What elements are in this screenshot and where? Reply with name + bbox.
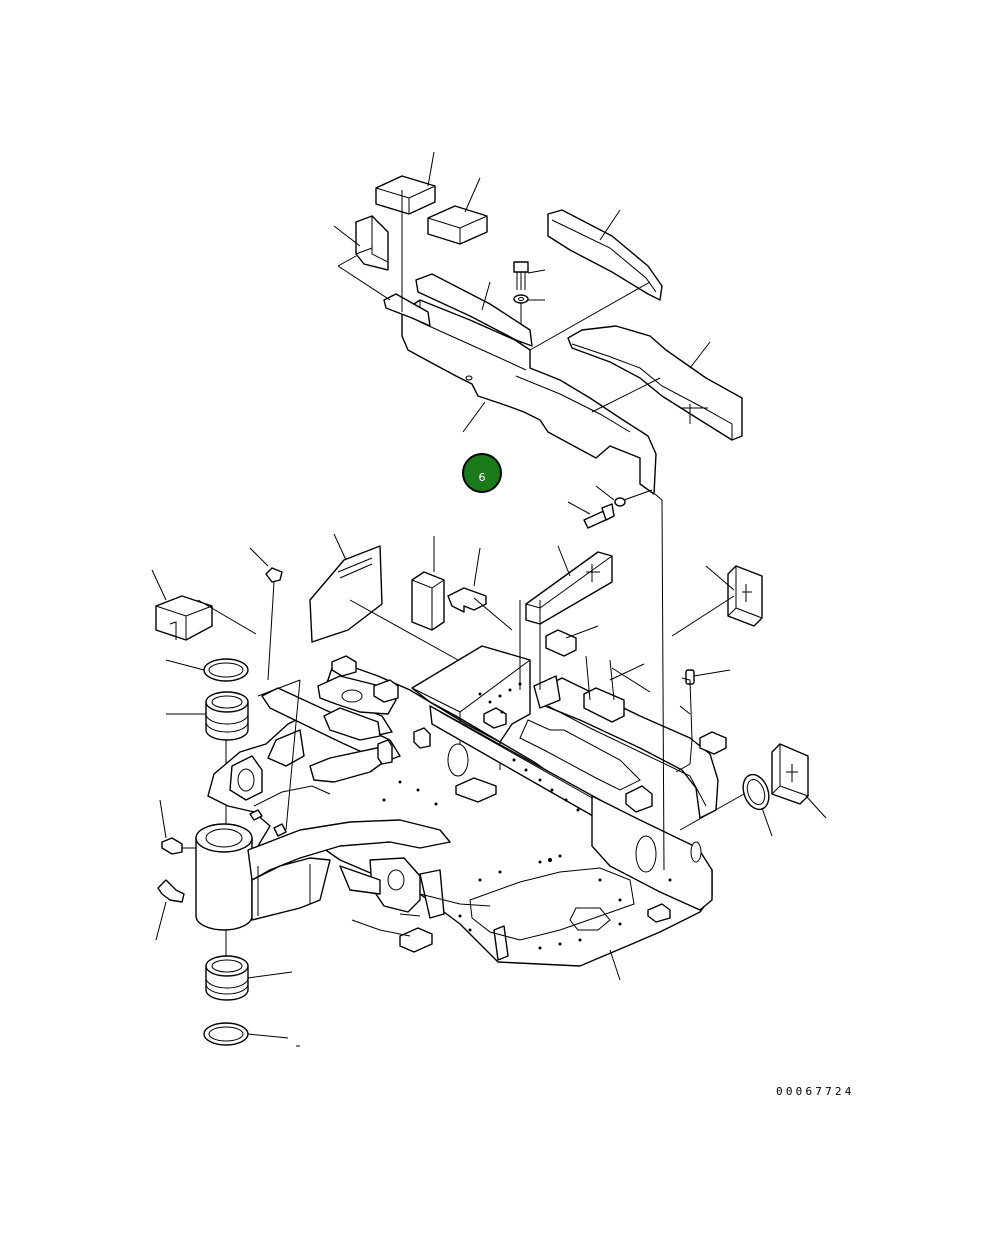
square-pad-lower-right: [771, 743, 827, 819]
clip-pin: [685, 669, 731, 685]
long-cover-top-right: [547, 209, 663, 301]
hotspot-label[interactable]: 6: [479, 471, 486, 484]
frame-bolt-holes: [382, 682, 672, 950]
clip-bracket-top: [355, 215, 389, 271]
swing-boss: [195, 823, 253, 931]
bolt-side: [567, 485, 653, 529]
bushing-lower: [205, 955, 293, 1001]
bushing-upper: [166, 691, 249, 741]
cover-brace: [383, 273, 533, 347]
small-block-upper-frame: [545, 625, 599, 657]
drawing-number: 00067724: [776, 1085, 855, 1098]
pad-block-top-left: [375, 175, 436, 215]
callout-hotspot[interactable]: 6: [462, 453, 502, 493]
push-pin: [249, 547, 283, 681]
grease-fitting-lower: [155, 879, 185, 941]
wedge-block: [525, 545, 613, 625]
tall-block: [411, 536, 445, 631]
upper-leader-lines: [333, 151, 711, 433]
frame-leader-lines: [257, 663, 691, 981]
loose-parts-middle: [151, 533, 763, 685]
pad-block-left: [151, 569, 257, 641]
washer-upper: [513, 294, 529, 304]
revolving-frame: [207, 493, 827, 981]
grease-fitting-upper: [159, 799, 196, 855]
gasket-ring-right: [679, 773, 773, 837]
swing-bolts: [249, 809, 287, 837]
flat-plate: [309, 533, 459, 661]
seal-ring-lower: [203, 1022, 300, 1047]
seal-ring-upper: [165, 658, 249, 682]
upper-cover-assembly: [333, 151, 743, 529]
swing-bracket-parts: [155, 658, 300, 1047]
bolt-upper: [513, 261, 529, 290]
pad-block-top-right: [427, 205, 488, 245]
square-pad-right: [671, 565, 763, 637]
step-block: [447, 547, 513, 631]
hotspot-circle[interactable]: [462, 453, 502, 493]
cover-right-middle: [567, 325, 743, 441]
